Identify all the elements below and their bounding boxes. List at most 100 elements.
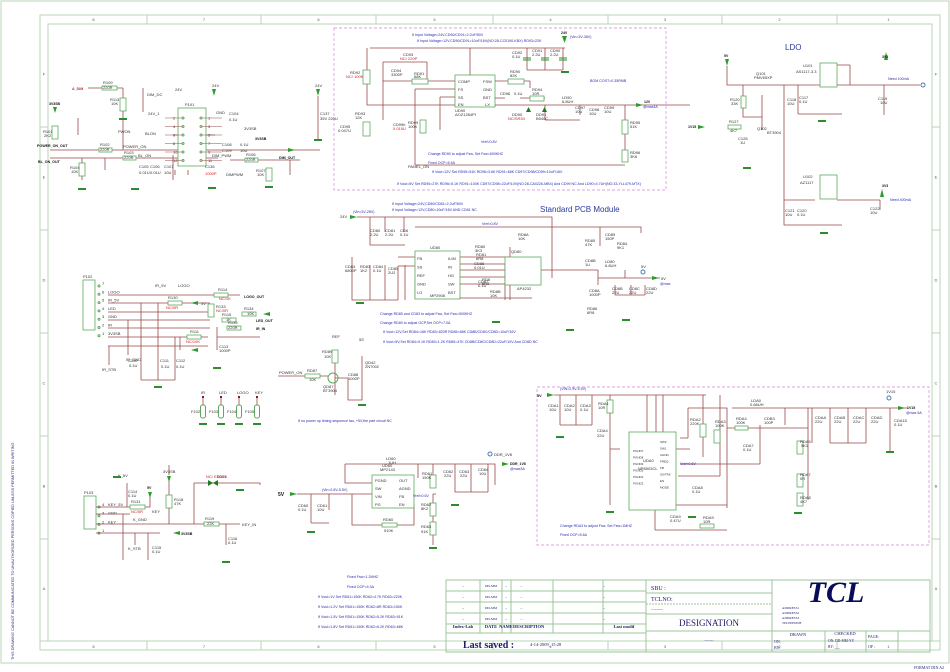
val: BT3904 [323,388,338,393]
pin-number: 1 [102,331,105,336]
val: 1000P [205,171,217,176]
resistor [78,162,86,177]
val: NC/0R [131,509,143,514]
val: 0.1U [894,422,903,427]
val: 22U [646,290,653,295]
pin: PGND3 [633,482,644,486]
resistor [241,311,257,317]
net-label: REF [332,334,341,339]
val: 100P [764,420,774,425]
row-label: E [43,175,46,180]
val: 0.1U [580,407,589,412]
pin: PGND5 [633,469,644,473]
val: 10R [703,519,710,524]
net-label: BLON [145,131,156,136]
connector-pins: 246810121357911 [165,116,222,163]
ic-ud80 [414,250,461,300]
ref: C111 [160,358,170,363]
val: AZ1117 [800,180,814,185]
val: 0.1U [161,364,170,369]
note: If Vout=5V Set RD95=27K RD96=5.1K RD91=1… [397,182,641,186]
pin: FB [399,494,404,499]
val: 10U [787,101,794,106]
pin: PGND7 [633,449,644,453]
ref: UD60 [382,463,393,468]
val: 0.47U [670,518,681,523]
ref: RD62 [421,502,432,507]
val: 3300P [391,72,403,77]
ref: U101 [803,63,813,68]
val: 22U [629,290,636,295]
val: 0R [800,476,805,481]
ic-ud90 [454,74,496,108]
val: 150P [605,236,615,241]
pin: SW1 [660,447,667,451]
ic-pins: PGND7PGND8PGND9PGND5PGND2PGND3SW2SW1AGND… [633,440,671,490]
pin: LX [485,102,490,107]
val: 100K [408,124,418,129]
net-label: K_GND [133,517,147,522]
connector-p102 [82,279,96,331]
note: If Vout=1.5V Set RD61=150K RD62=5.2K RD6… [318,615,404,619]
ref: RD63 [421,524,432,529]
ref: C106 [150,164,160,169]
val: 0.1U [152,549,161,554]
ref: CD64 [478,467,489,472]
val: 6.8UH [605,263,616,268]
val: 2N7002 [365,364,380,369]
row-label: A [43,586,46,591]
column-label: 1 [887,17,890,22]
resistor [244,157,259,163]
resistor [165,494,173,509]
revision-header: NAME [499,624,513,629]
val: AP4232 [517,286,532,291]
net-label: DDR_1V8 [510,462,526,466]
row-label: E [935,175,938,180]
input-arrow-icon [698,125,705,129]
power-arrow-icon [880,189,884,197]
pin-name: IR_5V [108,298,119,303]
val: 6R8 [482,281,490,286]
ref: C117 [799,95,809,100]
ref: R103 [124,150,134,155]
address-line: TELEPHONE [782,621,802,625]
ref: R133 [216,304,226,309]
net-label: 1V15 [886,389,896,394]
val: 10U [549,407,556,412]
ref: R120 [730,97,740,102]
ref: CD96 [500,91,511,96]
resistor [221,317,237,323]
ref: RDA9 [703,515,714,520]
resistor [419,119,427,134]
note: @max [660,282,671,286]
ref: CDA8 [692,485,703,490]
revision-header: DATE [485,624,497,629]
val: 12K [355,115,362,120]
drawn-by: BY: [774,645,780,650]
val: 47K [585,242,592,247]
column-label: 3 [664,17,667,22]
net-label: 5V [201,301,206,306]
net-label: K_5V [118,473,128,478]
resistor [621,149,629,163]
revision-cell: ... [505,584,508,588]
val: 33K [731,101,738,106]
power-arrow-icon [316,89,320,96]
ref: C113 [219,344,229,349]
resistor [740,95,747,109]
val: 4K7 [730,128,738,133]
revision-header: Last modif [614,624,635,629]
column-label: 2 [778,17,781,22]
pin: SW [448,282,455,287]
net-label: LOGO [178,283,190,288]
fuse-icon [236,404,242,419]
net-label: 24V [561,31,568,35]
output-arrow-icon [652,276,659,280]
revision-cell: ... [520,595,523,599]
ref: RD8B [490,289,501,294]
ref: U102 [803,174,813,179]
resistor [51,125,59,140]
val: 0.1U [400,232,409,237]
